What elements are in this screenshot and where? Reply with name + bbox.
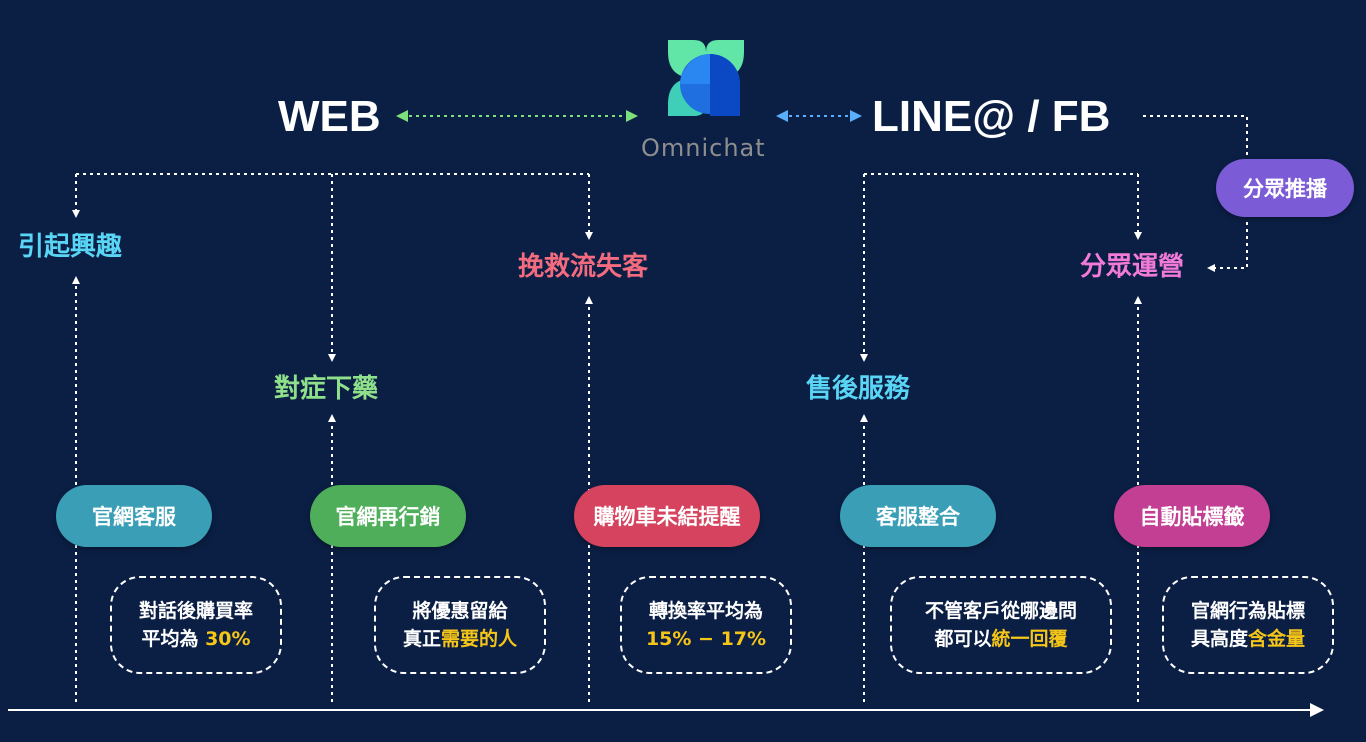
- note-highlight: 15% − 17%: [645, 628, 767, 650]
- note-support-integration: 不管客戶從哪邊問 都可以統一回覆: [890, 576, 1112, 674]
- feature-auto-tagging[interactable]: 自動貼標籤: [1114, 485, 1270, 547]
- note-web-support: 對話後購買率 平均為 30%: [110, 576, 282, 674]
- note-line: 轉換率平均為: [648, 600, 763, 622]
- note-line: 不管客戶從哪邊問: [924, 600, 1077, 622]
- segment-push-button[interactable]: 分眾推播: [1216, 159, 1354, 217]
- line-fb-title: LINE@ / FB: [872, 92, 1111, 141]
- push-loop: [1143, 115, 1248, 156]
- note-line: 真正: [402, 628, 441, 650]
- note-line: 具高度: [1190, 628, 1248, 650]
- note-highlight: 需要的人: [441, 628, 518, 650]
- web-title: WEB: [278, 92, 381, 141]
- note-line: 官網行為貼標: [1190, 600, 1305, 622]
- note-line: 平均為: [141, 628, 206, 650]
- omnichat-wordmark: Omnichat: [641, 134, 766, 162]
- stage-label-interest: 引起興趣: [16, 232, 125, 262]
- note-line: 對話後購買率: [138, 600, 253, 622]
- note-auto-tagging: 官網行為貼標 具高度含金量: [1162, 576, 1334, 674]
- feature-cart-reminder[interactable]: 購物車未結提醒: [574, 485, 760, 547]
- stage-label-after-sales: 售後服務: [804, 374, 913, 404]
- note-line: 都可以: [934, 628, 992, 650]
- stage-label-segment-ops: 分眾運營: [1078, 252, 1187, 282]
- feature-web-support[interactable]: 官網客服: [56, 485, 212, 547]
- omnichat-logo-icon: [668, 40, 744, 116]
- note-line: 將優惠留給: [412, 600, 508, 622]
- note-highlight: 含金量: [1248, 628, 1306, 650]
- feature-web-remarketing[interactable]: 官網再行銷: [310, 485, 466, 547]
- note-highlight: 30%: [205, 628, 251, 650]
- feature-support-integration[interactable]: 客服整合: [840, 485, 996, 547]
- note-highlight: 統一回覆: [991, 628, 1068, 650]
- stage-label-targeting: 對症下藥: [272, 374, 381, 404]
- stage-label-win-back: 挽救流失客: [516, 252, 651, 282]
- note-cart-reminder: 轉換率平均為 15% − 17%: [620, 576, 792, 674]
- note-remarketing: 將優惠留給 真正需要的人: [374, 576, 546, 674]
